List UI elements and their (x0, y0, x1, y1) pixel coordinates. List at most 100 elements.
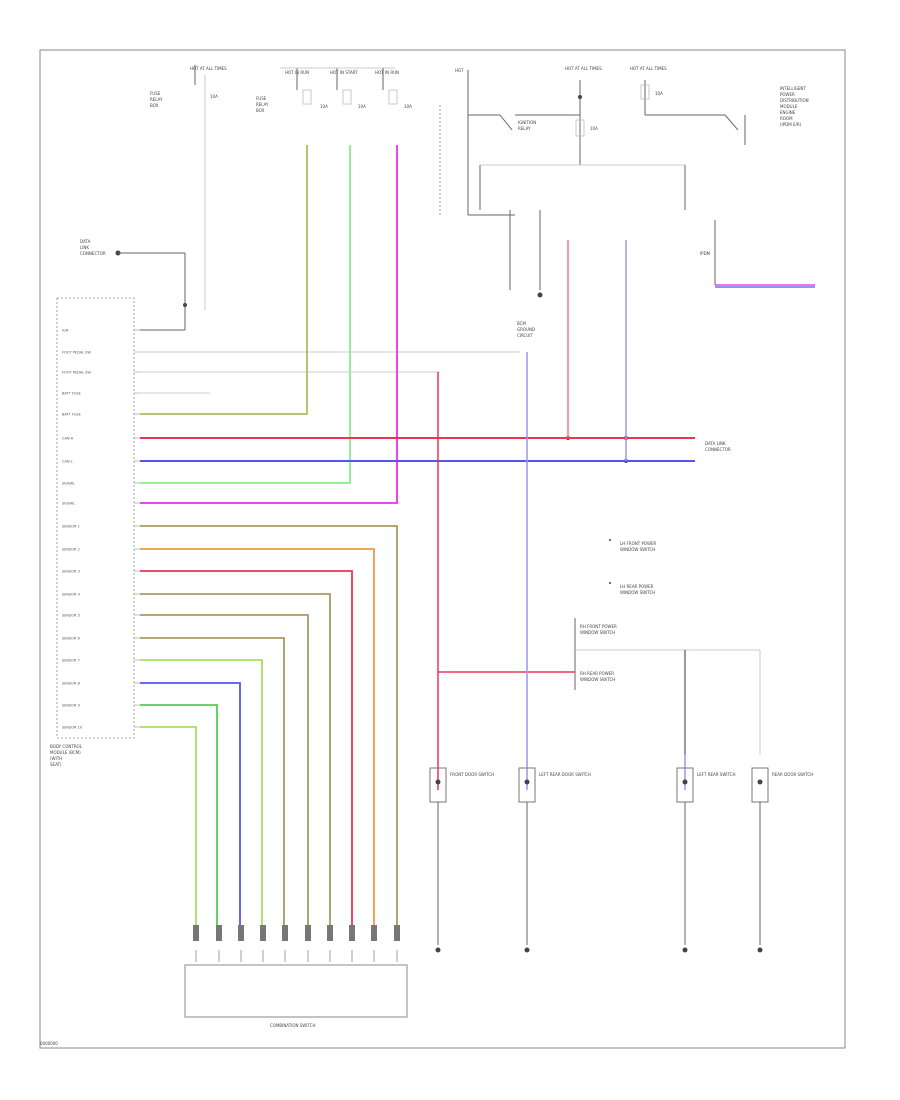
bcm-pin-label: CAN-H (62, 437, 74, 441)
fuse-label: HOT IN RUN (285, 70, 309, 75)
svg-text:WINDOW SWITCH: WINDOW SWITCH (580, 677, 615, 682)
door-switch-box (751, 767, 769, 803)
svg-text:LH FRONT POWER: LH FRONT POWER (620, 541, 656, 546)
connector-pin (305, 925, 311, 941)
connector-pin (282, 925, 288, 941)
connector-pin (260, 925, 266, 941)
ground-point (757, 947, 763, 953)
combination-switch-box (184, 964, 408, 1018)
door-switch-contact (757, 779, 763, 785)
fuse-label: HOT AT ALL TIMES (630, 66, 667, 71)
wire-sensor-2 (140, 548, 375, 925)
door-switch-label: REAR DOOR SWITCH (772, 772, 813, 777)
svg-text:IPDM: IPDM (700, 251, 711, 256)
svg-text:DISTRIBUTION: DISTRIBUTION (780, 98, 809, 103)
svg-text:LINK: LINK (80, 245, 89, 250)
wire-sensor-1 (140, 525, 398, 925)
ground-point (524, 947, 530, 953)
wire-sensor-8 (140, 682, 241, 925)
svg-text:ROOM: ROOM (780, 116, 793, 121)
wire-sensor-4 (140, 593, 331, 925)
page-code: 0000000 (40, 1041, 58, 1046)
bcm-box (56, 297, 135, 739)
bcm-label-line: MODULE (BCM) (50, 750, 81, 755)
svg-text:MODULE: MODULE (780, 104, 798, 109)
svg-text:RELAY: RELAY (518, 126, 531, 131)
wire-yellow-green (140, 145, 308, 415)
fuse-label: HOT IN RUN (375, 70, 399, 75)
svg-text:LH REAR POWER: LH REAR POWER (620, 584, 654, 589)
door-switch-contact (524, 779, 530, 785)
svg-text:DATA LINK: DATA LINK (705, 441, 726, 446)
svg-text:HOT: HOT (455, 68, 464, 73)
svg-text:10A: 10A (655, 91, 663, 96)
fuse-label: HOT AT ALL TIMES (565, 66, 602, 71)
svg-text:RELAY: RELAY (256, 102, 269, 107)
top-fuse-area: FUSE RELAY BOX 10A FUSE RELAY BOX 10A 10… (150, 65, 809, 338)
door-switch-contact (435, 779, 441, 785)
bcm-label-line: SEAT) (50, 762, 62, 767)
bcm-pin-label: SENSOR 7 (62, 659, 80, 663)
door-switch-label: FRONT DOOR SWITCH (450, 772, 494, 777)
door-switch-contact (682, 779, 688, 785)
bcm-label-line: BODY CONTROL (50, 744, 83, 749)
svg-text:RELAY: RELAY (150, 97, 163, 102)
fuse-label: HOT AT ALL TIMES (190, 66, 227, 71)
bcm-label: BODY CONTROL MODULE (BCM) (WITH SEAT) (50, 744, 83, 767)
svg-text:DATA: DATA (80, 239, 91, 244)
ground-point (435, 947, 441, 953)
svg-text:GROUND: GROUND (517, 327, 535, 332)
wire-sensor-3 (140, 570, 353, 925)
wire-sensor-5 (140, 614, 309, 925)
combination-switch: COMBINATION SWITCH (184, 925, 408, 1028)
ground-point (682, 947, 688, 953)
connector-pin (216, 925, 222, 941)
wire-sensor-6 (140, 637, 285, 925)
diagram-frame (39, 49, 846, 1049)
bcm-pin-label: SENSOR 5 (62, 614, 80, 618)
bcm-pin-label: BATT FUSE (62, 392, 81, 396)
wire-sensor-7 (140, 659, 263, 925)
bcm-label-line: (WITH (50, 756, 62, 761)
bcm-pin-label: SENSOR 2 (62, 548, 80, 552)
connector-pin (193, 925, 199, 941)
bcm-pin-label: SENSOR 3 (62, 570, 80, 574)
connector-pin (371, 925, 377, 941)
bcm-pin-label: SENSOR 4 (62, 593, 81, 597)
bcm-pin-label: FOOT PEDAL SW (62, 371, 91, 375)
svg-text:10A: 10A (210, 94, 218, 99)
connector-pin (327, 925, 333, 941)
connector-pin (394, 925, 400, 941)
bcm-pin-label: SIGNAL (62, 502, 75, 506)
svg-text:FUSE: FUSE (150, 91, 161, 96)
bcm-pin-label: SENSOR 8 (62, 682, 80, 686)
svg-text:WINDOW SWITCH: WINDOW SWITCH (580, 630, 615, 635)
bcm-pin-label: SENSOR 1 (62, 525, 80, 529)
door-switch-label: LEFT REAR DOOR SWITCH (539, 772, 591, 777)
svg-text:CIRCUIT: CIRCUIT (517, 333, 533, 338)
svg-text:RH FRONT POWER: RH FRONT POWER (580, 624, 617, 629)
svg-text:RH REAR POWER: RH REAR POWER (580, 671, 614, 676)
wire-light-green (140, 145, 351, 484)
svg-text:WINDOW SWITCH: WINDOW SWITCH (620, 590, 655, 595)
door-switch-label: LEFT REAR SWITCH (697, 772, 735, 777)
svg-text:BOX: BOX (256, 108, 265, 113)
bcm-pin-label: BATT FUSE (62, 413, 81, 417)
svg-text:10A: 10A (590, 126, 598, 131)
svg-text:FUSE: FUSE (256, 96, 267, 101)
bcm-pin-label: SENSOR 9 (62, 704, 80, 708)
svg-text:CONNECTOR: CONNECTOR (80, 251, 106, 256)
svg-text:(IPDM E/R): (IPDM E/R) (780, 122, 802, 127)
svg-text:POWER: POWER (780, 92, 795, 97)
bcm-pin-label: SENSOR 6 (62, 637, 80, 641)
svg-text:WINDOW SWITCH: WINDOW SWITCH (620, 547, 655, 552)
svg-text:ENGINE: ENGINE (780, 110, 796, 115)
svg-text:BCM: BCM (517, 321, 526, 326)
bcm-pin-label: FOOT PEDAL SW (62, 351, 91, 355)
door-switches: FRONT DOOR SWITCH LEFT REAR DOOR SWITCH LE… (429, 767, 813, 953)
connector-pin (349, 925, 355, 941)
svg-text:10A: 10A (404, 104, 412, 109)
svg-text:INTELLIGENT: INTELLIGENT (780, 86, 806, 91)
colored-wires (140, 145, 815, 925)
